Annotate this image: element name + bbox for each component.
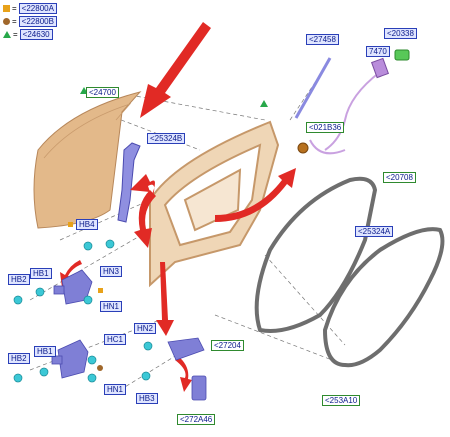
weatherstrip-outer: [254, 176, 378, 333]
door-outer-skin: [33, 91, 142, 229]
latch-block: [370, 57, 390, 79]
legend-code-22800a: <22800A: [18, 2, 57, 14]
callout-hb2-b[interactable]: HB2: [8, 353, 30, 364]
circle-marker-icon: [3, 17, 10, 25]
legend-code-22800b: <22800B: [18, 15, 57, 27]
callout-weatherstrip-inner[interactable]: <25324A: [355, 226, 394, 237]
callout-hb1-b[interactable]: HB1: [34, 346, 56, 357]
latch-clip: [394, 49, 410, 61]
legend-row-square: = <22800A: [3, 2, 57, 14]
callout-hn1-a[interactable]: HN1: [100, 301, 123, 312]
legend-eq: =: [13, 29, 18, 39]
legend-code-24630: <24630: [19, 28, 53, 40]
legend-row-circle: = <22800B: [3, 15, 57, 27]
red-arrows: [60, 22, 296, 392]
callout-hb2-a[interactable]: HB2: [8, 274, 30, 285]
callout-hn1-b[interactable]: HN1: [104, 384, 127, 395]
callout-hb4[interactable]: HB4: [76, 219, 98, 230]
square-marker-a: [98, 288, 103, 293]
hinge-upper: [53, 269, 93, 305]
square-marker-b: [68, 222, 73, 227]
door-inner-frame: [149, 120, 280, 288]
callout-seal-bottom[interactable]: <253A10: [322, 395, 361, 406]
callout-hc1[interactable]: HC1: [104, 334, 127, 345]
callout-bracket-upper[interactable]: <25324B: [147, 133, 186, 144]
callout-hb3[interactable]: HB3: [136, 393, 158, 404]
latch-cable: [324, 71, 381, 151]
weatherstrip-inner: [322, 227, 445, 368]
fasteners: [13, 239, 153, 383]
callout-door-skin[interactable]: <24700: [86, 87, 119, 98]
cable-routing: [309, 139, 346, 155]
callout-hn3[interactable]: HN3: [100, 266, 123, 277]
legend-row-triangle: = <24630: [3, 28, 53, 40]
callout-cable-clip[interactable]: <021B36: [306, 122, 345, 133]
circle-marker: [97, 365, 103, 371]
callout-hb1-a[interactable]: HB1: [30, 268, 52, 279]
callout-latch-cable[interactable]: <20338: [384, 28, 417, 39]
callout-rod-upper[interactable]: <27458: [306, 34, 339, 45]
hinge-lower: [51, 339, 89, 379]
legend-eq: =: [12, 3, 17, 13]
upper-bracket: [117, 142, 141, 223]
callout-latch-code[interactable]: 7470: [366, 46, 390, 57]
door-check: [167, 337, 207, 401]
callout-check-strap[interactable]: <272A46: [177, 414, 216, 425]
triangle-marker-icon: [3, 30, 11, 38]
rod: [294, 57, 332, 119]
callout-weatherstrip-outer[interactable]: <20708: [383, 172, 416, 183]
callout-hn2[interactable]: HN2: [134, 323, 157, 334]
callout-hinge-lower-check[interactable]: <27204: [211, 340, 244, 351]
square-marker-icon: [3, 4, 10, 12]
grommet: [297, 142, 309, 154]
legend-eq: =: [12, 16, 17, 26]
triangle-marker-b: [260, 100, 268, 107]
